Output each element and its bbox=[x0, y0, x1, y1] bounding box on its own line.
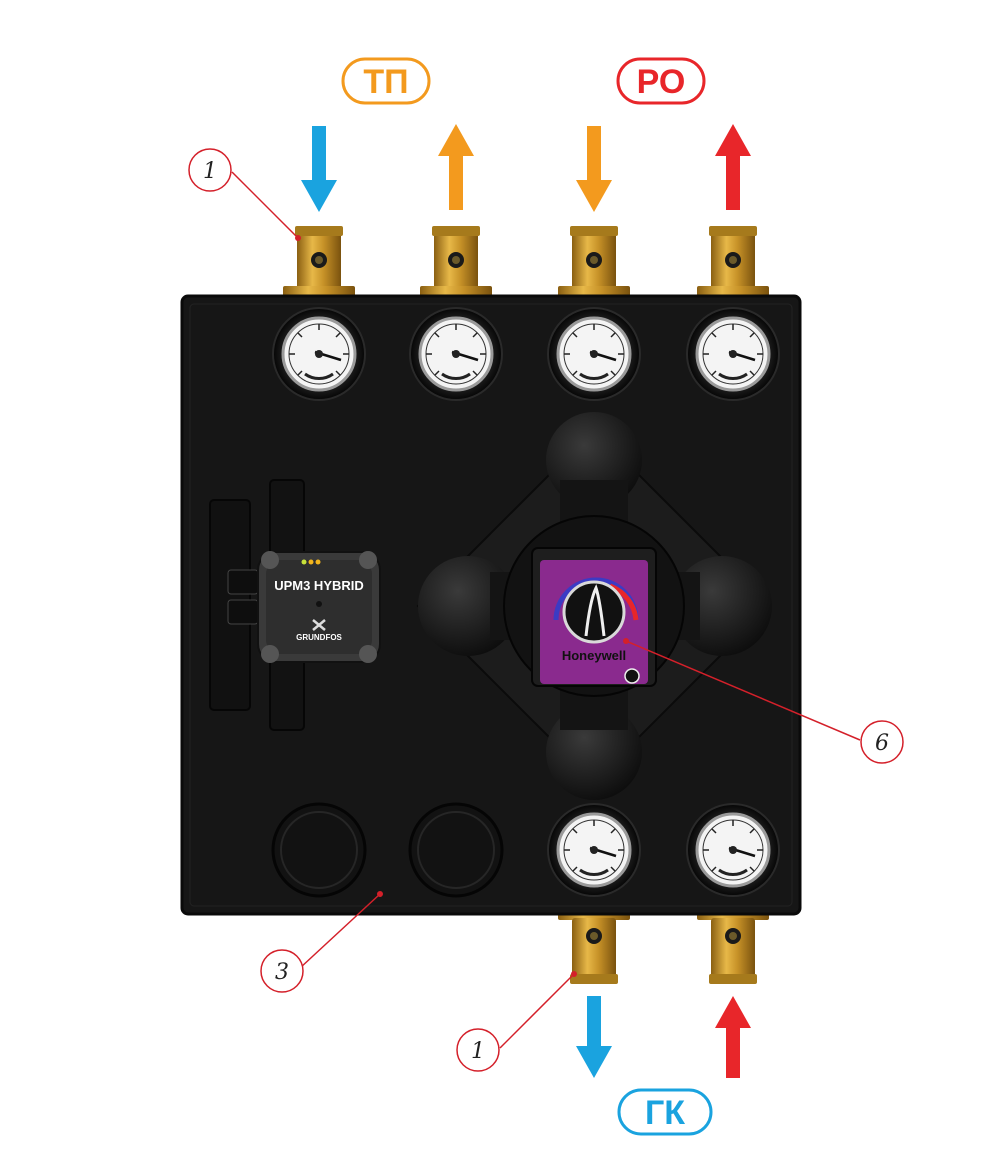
fitting-bottom-1 bbox=[558, 906, 630, 984]
svg-text:1: 1 bbox=[471, 1039, 485, 1064]
empty-port-1 bbox=[271, 802, 367, 898]
arrow-up-hot-ro bbox=[715, 124, 751, 210]
arrow-down-cold-gk bbox=[576, 996, 612, 1078]
thermometer-top-3 bbox=[546, 306, 642, 402]
arrow-up-warm-tp bbox=[438, 124, 474, 210]
callout-6: 6 bbox=[623, 638, 904, 764]
mixing-valve-actuator: Honeywell bbox=[531, 547, 657, 687]
svg-text:3: 3 bbox=[275, 960, 289, 985]
circulation-pump: UPM3 HYBRID GRUNDFOS bbox=[257, 551, 381, 663]
callout-3: 3 bbox=[260, 891, 383, 993]
fitting-top-2 bbox=[420, 226, 492, 300]
pump-brand-label: GRUNDFOS bbox=[296, 633, 342, 642]
arrow-down-warm-ro bbox=[576, 126, 612, 212]
pump-model-label: UPM3 HYBRID bbox=[274, 578, 364, 593]
thermometer-top-4 bbox=[685, 306, 781, 402]
thermometer-top-2 bbox=[408, 306, 504, 402]
fitting-bottom-2 bbox=[697, 906, 769, 984]
thermometer-bottom-1 bbox=[546, 802, 642, 898]
label-ro: РО bbox=[616, 57, 706, 105]
fitting-top-4 bbox=[697, 226, 769, 300]
arrow-down-cold-tp bbox=[301, 126, 337, 212]
empty-port-2 bbox=[408, 802, 504, 898]
label-gk: ГК bbox=[617, 1088, 713, 1136]
svg-text:ТП: ТП bbox=[363, 63, 408, 101]
svg-text:РО: РО bbox=[637, 63, 686, 101]
fitting-top-1 bbox=[283, 226, 355, 300]
svg-text:6: 6 bbox=[875, 731, 889, 756]
fitting-top-3 bbox=[558, 226, 630, 300]
thermometer-bottom-2 bbox=[685, 802, 781, 898]
callout-1-bottom: 1 bbox=[456, 971, 577, 1072]
callout-1-top: 1 bbox=[188, 148, 301, 241]
svg-text:1: 1 bbox=[203, 159, 217, 184]
label-tp: ТП bbox=[341, 57, 431, 105]
arrow-up-hot-gk bbox=[715, 996, 751, 1078]
svg-text:ГК: ГК bbox=[645, 1094, 685, 1132]
valve-brand-label: Honeywell bbox=[562, 648, 626, 663]
thermometer-top-1 bbox=[271, 306, 367, 402]
